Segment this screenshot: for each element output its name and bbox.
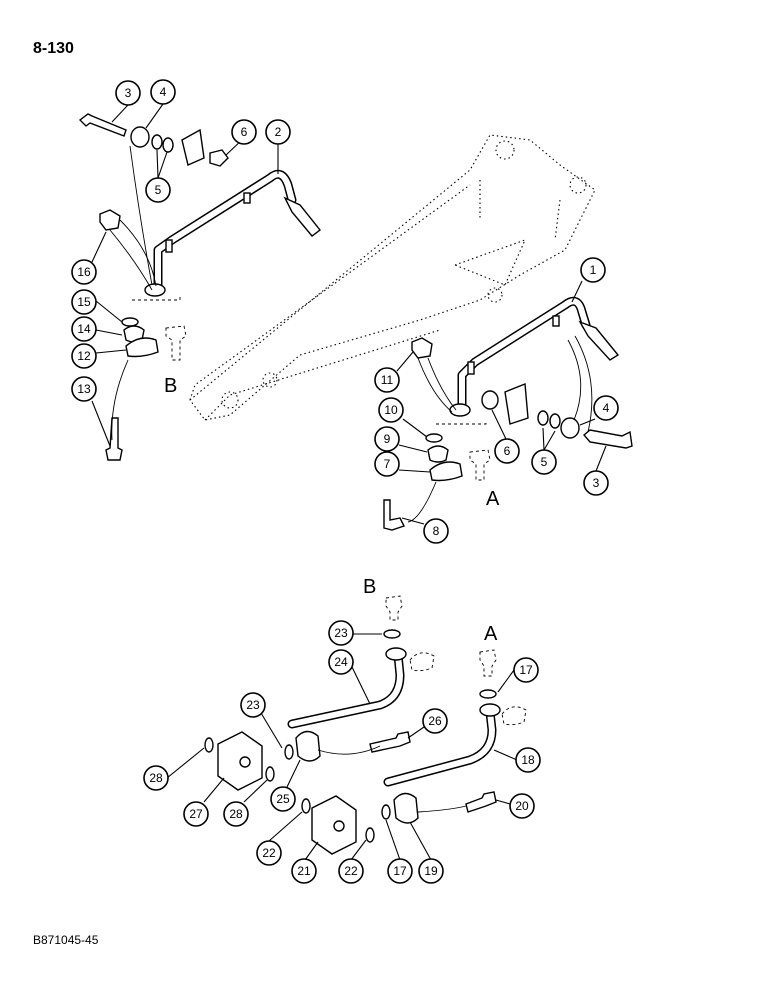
svg-text:1: 1 <box>590 263 597 277</box>
callout-22-left: 22 <box>256 840 282 866</box>
callout-17-bottom: 17 <box>387 858 413 884</box>
svg-text:12: 12 <box>77 349 91 363</box>
svg-text:5: 5 <box>155 183 162 197</box>
callout-5-right: 5 <box>531 449 557 475</box>
callout-18: 18 <box>515 747 541 773</box>
callout-16: 16 <box>71 259 97 285</box>
svg-text:15: 15 <box>77 295 91 309</box>
callout-2: 2 <box>265 119 291 145</box>
callout-1: 1 <box>580 257 606 283</box>
upper-left-hardware <box>78 113 229 461</box>
svg-text:8: 8 <box>433 524 440 538</box>
callout-4-upper: 4 <box>150 79 176 105</box>
svg-text:6: 6 <box>241 125 248 139</box>
callout-23-upper: 23 <box>328 620 354 646</box>
callout-9: 9 <box>374 426 400 452</box>
upper-right-hardware <box>383 337 633 531</box>
svg-text:19: 19 <box>424 864 438 878</box>
svg-text:23: 23 <box>334 626 348 640</box>
callout-28-left: 28 <box>143 765 169 791</box>
callout-20: 20 <box>509 793 535 819</box>
callout-12: 12 <box>71 343 97 369</box>
svg-text:5: 5 <box>541 455 548 469</box>
callout-14: 14 <box>71 316 97 342</box>
callout-8: 8 <box>423 518 449 544</box>
view-label-b-lower: B <box>363 576 376 598</box>
callout-6-right: 6 <box>494 438 520 464</box>
svg-text:22: 22 <box>344 864 358 878</box>
callout-4-right: 4 <box>593 395 619 421</box>
callout-19: 19 <box>418 858 444 884</box>
svg-text:4: 4 <box>160 85 167 99</box>
pipe-assembly-left <box>144 169 321 297</box>
callout-22-right: 22 <box>338 858 364 884</box>
svg-text:17: 17 <box>393 864 407 878</box>
svg-text:9: 9 <box>384 432 391 446</box>
svg-text:2: 2 <box>275 125 282 139</box>
svg-text:23: 23 <box>246 698 260 712</box>
svg-text:10: 10 <box>384 403 398 417</box>
pipe-assembly-right <box>449 296 620 417</box>
callout-7: 7 <box>374 451 400 477</box>
callout-5-upper: 5 <box>145 177 171 203</box>
svg-text:17: 17 <box>519 663 533 677</box>
callout-3-right: 3 <box>583 470 609 496</box>
callout-6-upper: 6 <box>231 119 257 145</box>
svg-text:7: 7 <box>384 457 391 471</box>
svg-text:14: 14 <box>77 322 91 336</box>
svg-text:26: 26 <box>428 714 442 728</box>
svg-text:21: 21 <box>297 864 311 878</box>
svg-text:3: 3 <box>593 476 600 490</box>
svg-text:28: 28 <box>149 771 163 785</box>
view-label-a-lower: A <box>484 623 498 645</box>
svg-text:22: 22 <box>262 846 276 860</box>
svg-text:3: 3 <box>125 86 132 100</box>
svg-text:24: 24 <box>334 655 348 669</box>
callout-26: 26 <box>422 708 448 734</box>
svg-text:16: 16 <box>77 265 91 279</box>
svg-text:25: 25 <box>276 792 290 806</box>
callout-21: 21 <box>291 858 317 884</box>
svg-text:27: 27 <box>189 807 203 821</box>
svg-text:4: 4 <box>603 401 610 415</box>
svg-text:13: 13 <box>77 382 91 396</box>
boom-outline <box>189 134 596 421</box>
callout-13: 13 <box>71 376 97 402</box>
callout-3-upper: 3 <box>115 80 141 106</box>
view-label-b-upper: B <box>164 375 177 397</box>
callout-27: 27 <box>183 801 209 827</box>
view-label-a-upper: A <box>486 488 500 510</box>
callout-25: 25 <box>270 786 296 812</box>
figure-code: B871045-45 <box>33 933 99 947</box>
callout-15: 15 <box>71 289 97 315</box>
callout-23-left: 23 <box>240 692 266 718</box>
lower-assembly <box>204 595 527 855</box>
svg-text:20: 20 <box>515 799 529 813</box>
callout-17-lower-right: 17 <box>513 657 539 683</box>
callout-24: 24 <box>328 649 354 675</box>
callout-10: 10 <box>378 397 404 423</box>
svg-text:28: 28 <box>229 807 243 821</box>
svg-text:6: 6 <box>504 444 511 458</box>
page-number: 8-130 <box>33 40 74 57</box>
leader-lines <box>91 103 607 861</box>
svg-text:11: 11 <box>381 373 394 387</box>
callout-28-mid: 28 <box>223 801 249 827</box>
callout-11: 11 <box>374 367 400 393</box>
svg-text:18: 18 <box>521 753 535 767</box>
